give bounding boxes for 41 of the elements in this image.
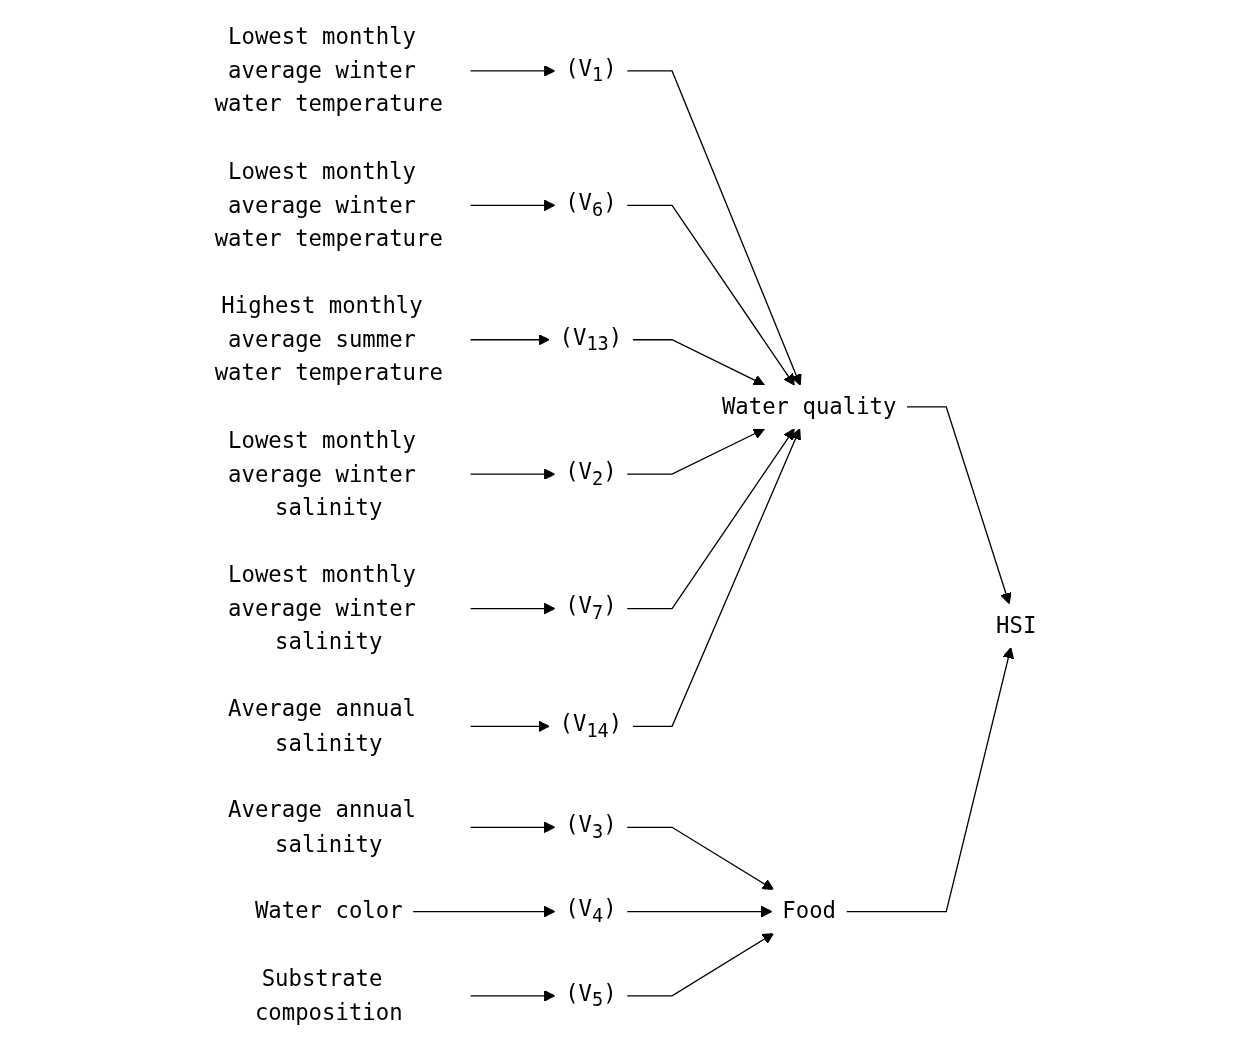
node-text: Water color — [254, 897, 403, 924]
node-text: (V$_{4}$) — [565, 895, 617, 927]
arrow — [469, 821, 556, 834]
node-text: Lowest monthly average winter water temperature — [214, 157, 443, 251]
node-text: Food — [782, 897, 837, 924]
node-text: Lowest monthly average winter water temperature — [214, 23, 443, 117]
arrow — [626, 933, 774, 997]
node-text: HSI — [996, 611, 1037, 638]
arrow — [626, 905, 773, 918]
arrow — [626, 826, 774, 891]
node-text: Water quality — [721, 392, 897, 420]
node-text: Substrate composition — [254, 965, 403, 1025]
node-text: (V$_{3}$) — [565, 811, 617, 842]
arrow — [469, 334, 550, 346]
node-text: Average annual salinity — [228, 796, 417, 857]
node-text: Lowest monthly average winter salinity — [228, 426, 417, 520]
arrow — [632, 339, 765, 386]
node-text: (V$_{2}$) — [565, 458, 617, 489]
node-text: (V$_{1}$) — [565, 54, 617, 86]
arrow — [469, 602, 556, 615]
arrow — [469, 990, 556, 1002]
node-text: (V$_{6}$) — [565, 189, 617, 220]
node-text: (V$_{13}$) — [559, 323, 623, 355]
node-text: Lowest monthly average winter salinity — [228, 561, 417, 655]
arrow — [469, 468, 556, 480]
arrow — [626, 204, 795, 386]
node-text: (V$_{7}$) — [565, 592, 617, 624]
arrow — [626, 428, 795, 610]
arrow — [469, 65, 556, 77]
node-text: Highest monthly average summer water temperature — [214, 292, 443, 386]
node-text: (V$_{14}$) — [559, 710, 623, 741]
arrow — [906, 406, 1012, 605]
arrow — [469, 720, 550, 733]
arrow — [412, 905, 556, 918]
arrow — [626, 428, 765, 475]
arrow — [845, 647, 1014, 913]
arrow — [469, 199, 556, 212]
node-text: Average annual salinity — [228, 695, 417, 756]
node-text: (V$_{5}$) — [565, 979, 617, 1011]
arrow — [626, 70, 802, 386]
arrow — [632, 428, 801, 727]
